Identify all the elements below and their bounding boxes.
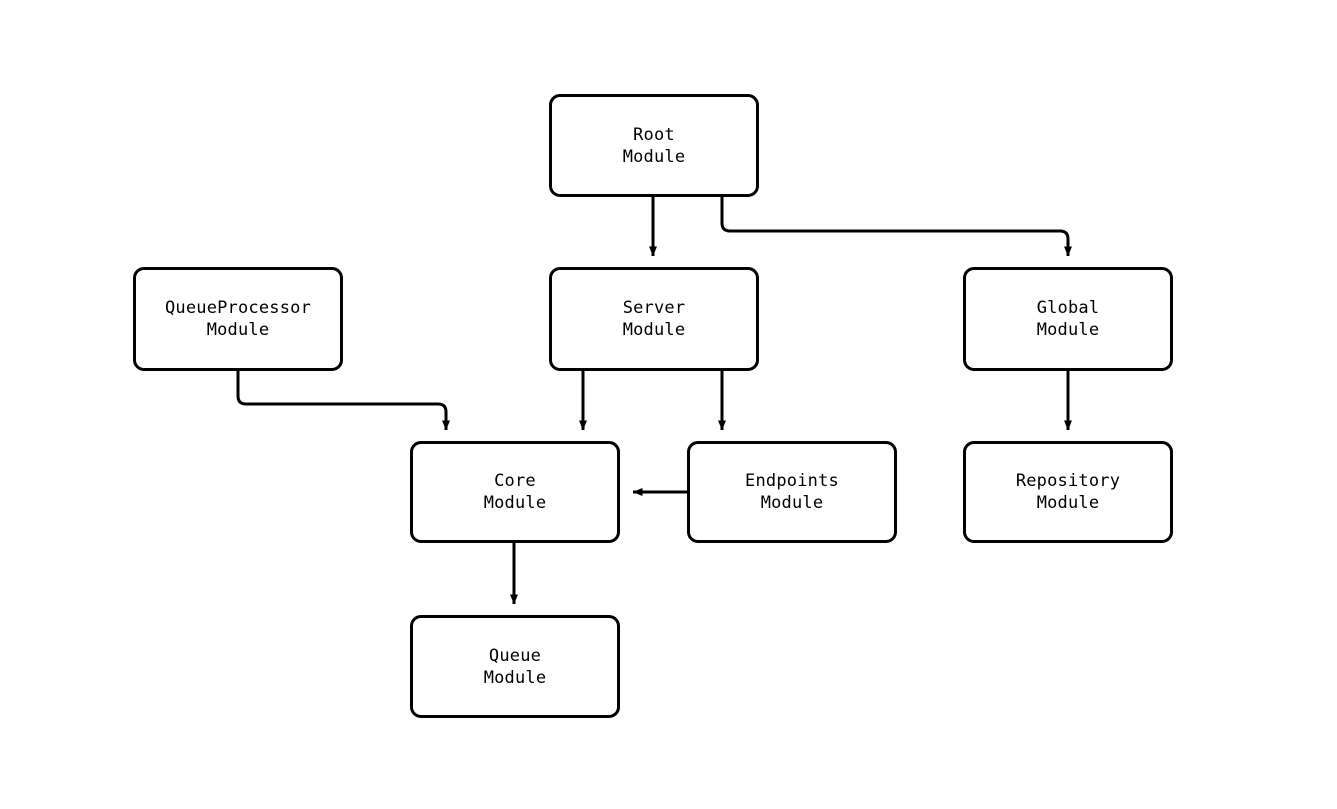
node-repository-module[interactable]: Repository Module [963, 441, 1173, 543]
node-queueprocessor-module[interactable]: QueueProcessor Module [133, 267, 343, 371]
edge-root-to-global [720, 197, 1072, 257]
node-root-module-line1: Root [633, 124, 675, 145]
node-global-module-line2: Module [1036, 320, 1100, 340]
node-root-module[interactable]: Root Module [549, 94, 759, 197]
node-repository-module-line2: Module [1036, 493, 1100, 513]
node-server-module[interactable]: Server Module [549, 267, 759, 371]
node-server-module-line1: Server [622, 298, 686, 318]
node-queue-module-line2: Module [483, 667, 547, 688]
node-global-module[interactable]: Global Module [963, 267, 1173, 371]
node-endpoints-module-line2: Module [760, 493, 824, 513]
node-core-module-line2: Module [483, 493, 547, 513]
node-endpoints-module[interactable]: Endpoints Module [687, 441, 897, 543]
edge-queueprocessor-to-core [236, 371, 450, 431]
node-root-module-line2: Module [622, 146, 686, 167]
node-endpoints-module-line1: Endpoints [745, 471, 839, 491]
node-queue-module-line1: Queue [488, 645, 542, 666]
node-core-module[interactable]: Core Module [410, 441, 620, 543]
node-queue-module[interactable]: Queue Module [410, 615, 620, 718]
node-queueprocessor-module-line2: Module [206, 320, 270, 340]
node-core-module-line1: Core [494, 471, 536, 491]
node-repository-module-line1: Repository [1015, 471, 1121, 491]
node-queueprocessor-module-line1: QueueProcessor [164, 298, 312, 318]
node-global-module-line1: Global [1036, 298, 1100, 318]
node-server-module-line2: Module [622, 320, 686, 340]
